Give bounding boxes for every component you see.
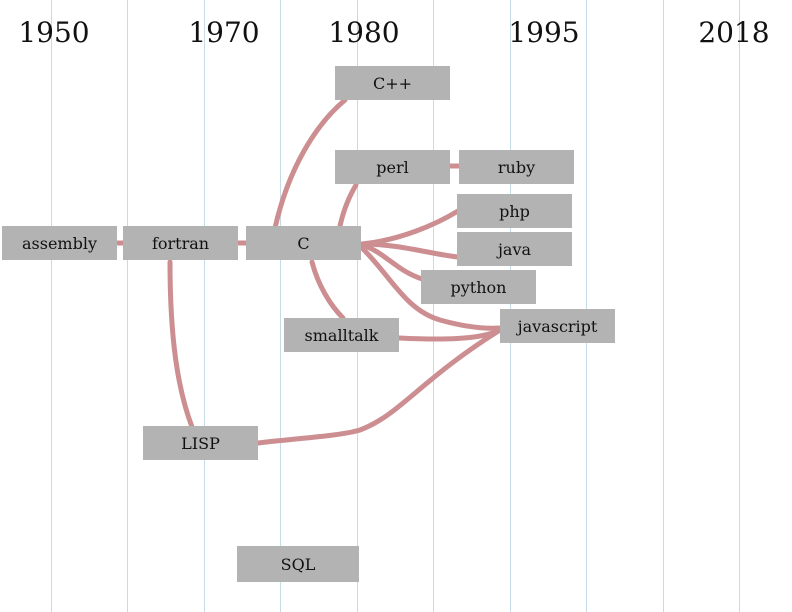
timeline-gridline — [357, 0, 358, 612]
timeline-gridline — [663, 0, 664, 612]
link-c-perl — [337, 182, 359, 229]
year-label-1950: 1950 — [18, 16, 90, 49]
timeline-gridline — [127, 0, 128, 612]
link-c-java — [359, 241, 461, 260]
timeline-gridline — [586, 0, 587, 612]
language-node-javascript[interactable]: javascript — [500, 309, 615, 343]
language-node-ruby[interactable]: ruby — [459, 150, 574, 184]
link-c-javascript — [359, 245, 503, 331]
timeline-gridline — [433, 0, 434, 612]
language-node-assembly[interactable]: assembly — [2, 226, 117, 260]
language-node-cpp[interactable]: C++ — [335, 66, 450, 100]
timeline-gridline — [280, 0, 281, 612]
link-c-python — [359, 242, 425, 282]
timeline-gridline — [510, 0, 511, 612]
timeline-gridline — [739, 0, 740, 612]
language-node-fortran[interactable]: fortran — [123, 226, 238, 260]
language-node-lisp[interactable]: LISP — [143, 426, 258, 460]
language-node-sql[interactable]: SQL — [237, 546, 359, 582]
year-label-1995: 1995 — [508, 16, 580, 49]
link-fortran-lisp — [167, 259, 195, 430]
timeline-gridline — [204, 0, 205, 612]
year-label-1970: 1970 — [188, 16, 260, 49]
language-node-python[interactable]: python — [421, 270, 536, 304]
language-node-smalltalk[interactable]: smalltalk — [284, 318, 399, 352]
year-label-1980: 1980 — [328, 16, 400, 49]
language-node-c[interactable]: C — [246, 226, 361, 260]
link-c-cpp — [272, 97, 348, 231]
link-lisp-javascript — [255, 327, 503, 446]
timeline-gridline — [51, 0, 52, 612]
language-node-java[interactable]: java — [457, 232, 572, 266]
link-c-smalltalk — [309, 259, 346, 321]
language-node-perl[interactable]: perl — [335, 150, 450, 184]
year-label-2018: 2018 — [698, 16, 770, 49]
language-node-php[interactable]: php — [457, 194, 572, 228]
link-c-php — [359, 208, 461, 247]
